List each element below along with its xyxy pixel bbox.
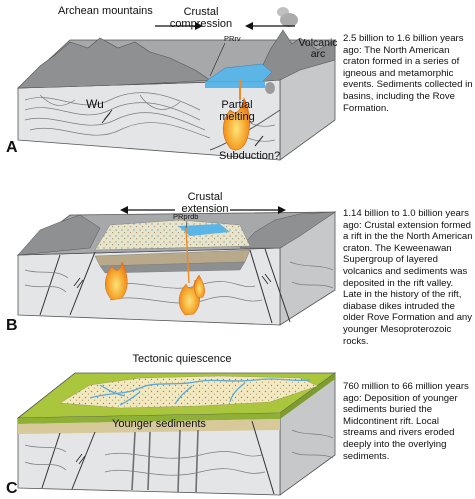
buried-faults-c [41,420,275,495]
streams [89,378,311,406]
volcanic-arc-mountain [254,29,336,83]
fault-arrow-c [75,453,86,465]
label-tectonic-quiescence: Tectonic quiescence [132,353,231,365]
label-archean-mountains: Archean mountains [58,5,153,17]
geologic-diagram: Archean mountains Crustal compression Vo… [6,5,338,497]
rift-valley-fill [94,219,251,251]
compression-arrowhead-left [195,22,203,30]
extension-arrowhead-right [278,206,286,214]
label-compression-2: compression [170,18,232,30]
description-a: 2.5 billion to 1.6 billion years ago: Th… [343,33,473,114]
fault-arrow-b-left [73,277,84,289]
label-wu: Wu [86,97,104,111]
label-volcanic-1: Volcanic [298,37,337,49]
panel-letter-c: C [6,480,18,497]
eruption-smoke [265,82,275,94]
panel-b: Crustal extension PRprdb B [6,191,337,334]
rift-lake [178,224,230,236]
archean-mountains [17,37,211,89]
folded-strata-c [24,429,334,476]
subduction-arrow [254,135,264,147]
label-prprdb: PRprdb [173,212,198,221]
volcanic-plume-2 [277,7,289,17]
label-extension-1: Crustal [188,191,223,203]
rift-shoulder-right [239,211,336,249]
rift-shoulder-left [17,214,101,256]
normal-faults-b [39,248,291,324]
diabase-dikes-c [131,429,199,493]
compression-arrowhead-right [245,22,253,30]
prprdb-pointer [185,220,188,229]
extension-arrowhead-left [120,206,128,214]
panel-letter-a: A [6,139,18,156]
soil-strip-front [18,413,280,424]
label-extension-2: extension [181,203,228,215]
prrv-pointer [209,42,226,77]
rift-strata [94,249,251,274]
fault-arrow-a [101,109,113,124]
label-subduction: Subduction? [219,150,280,162]
folded-strata-a [24,92,276,142]
panel-a: Archean mountains Crustal compression Vo… [6,5,338,162]
label-volcanic-2: arc [311,48,326,60]
folded-strata-b [24,261,334,304]
soil-strip-side [280,373,335,419]
magma-body-right-2 [194,274,205,299]
fault-arrow-b-right [261,273,272,285]
basin-front-strip [205,82,265,88]
description-c: 760 million to 66 million years ago: Dep… [343,381,469,462]
younger-sediment-cover [59,375,319,409]
label-partial-1: Partial [221,99,252,111]
label-younger-sediments: Younger sediments [112,418,206,430]
label-partial-2: melting [219,111,254,123]
panel-letter-b: B [6,317,18,334]
diabase-dike [185,227,190,284]
magma-body-left [105,261,128,301]
panel-c: Tectonic quiescence Younger sediments C [6,353,337,497]
label-prrv: PRrv [224,34,241,43]
sediment-layer-front [18,419,280,434]
description-b: 1.14 billion to 1.0 billion years ago: C… [343,208,473,347]
partial-melting-magma [222,97,250,151]
label-compression-1: Crustal [184,6,219,18]
